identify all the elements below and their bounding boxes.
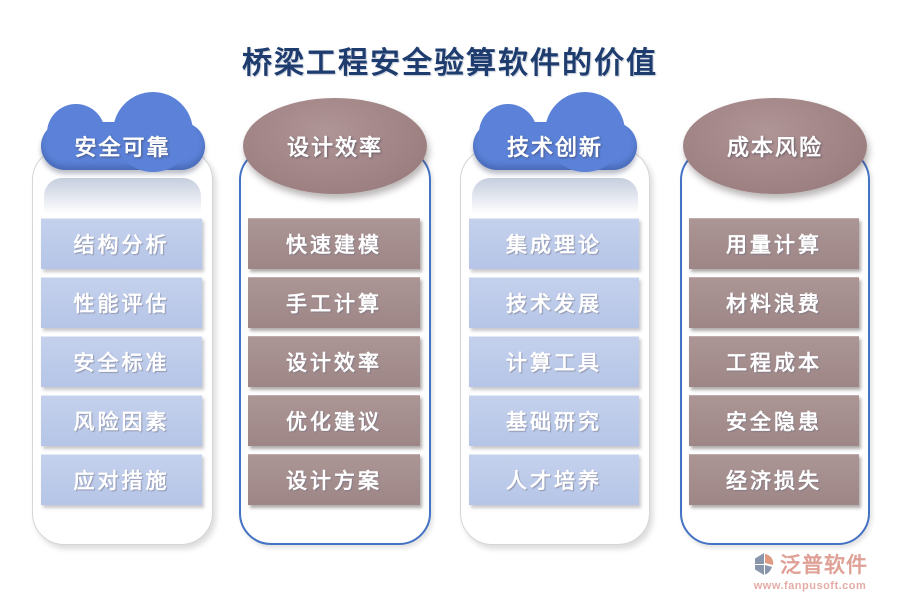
fanpu-logo-icon <box>752 552 776 576</box>
page-title: 桥梁工程安全验算软件的价值 <box>242 46 658 81</box>
list-item: 应对措施 <box>41 454 202 505</box>
column-safety: 安全可靠 结构分析 性能评估 安全标准 风险因素 应对措施 <box>30 92 215 545</box>
list-item: 性能评估 <box>41 277 202 328</box>
list-item: 计算工具 <box>469 336 639 387</box>
brand-url: www.fanpusoft.com <box>753 580 867 592</box>
list-item: 工程成本 <box>689 336 859 387</box>
column-header-label: 设计效率 <box>286 135 383 161</box>
list-item: 集成理论 <box>469 218 639 269</box>
list-item: 设计方案 <box>248 454 420 505</box>
cloud-reflection <box>44 178 201 214</box>
item-list: 用量计算 材料浪费 工程成本 安全隐患 经济损失 <box>689 218 859 513</box>
list-item: 结构分析 <box>41 218 202 269</box>
list-item: 人才培养 <box>469 454 639 505</box>
column-header-label: 安全可靠 <box>74 135 171 161</box>
column-design-efficiency: 设计效率 快速建模 手工计算 设计效率 优化建议 设计方案 <box>237 98 433 545</box>
column-tech-innovation: 技术创新 集成理论 技术发展 计算工具 基础研究 人才培养 <box>458 92 652 545</box>
brand-name: 泛普软件 <box>780 554 868 577</box>
brand-watermark: 泛普软件 www.fanpusoft.com <box>730 549 890 592</box>
column-cost-risk: 成本风险 用量计算 材料浪费 工程成本 安全隐患 经济损失 <box>678 98 872 545</box>
list-item: 技术发展 <box>469 277 639 328</box>
column-header-label: 成本风险 <box>726 135 823 161</box>
list-item: 安全标准 <box>41 336 202 387</box>
item-list: 结构分析 性能评估 安全标准 风险因素 应对措施 <box>41 218 202 513</box>
list-item: 优化建议 <box>248 395 420 446</box>
ellipse-shape: 设计效率 <box>243 98 427 194</box>
list-item: 经济损失 <box>689 454 859 505</box>
list-item: 安全隐患 <box>689 395 859 446</box>
cloud-shape: 安全可靠 <box>40 92 205 172</box>
item-list: 集成理论 技术发展 计算工具 基础研究 人才培养 <box>469 218 639 513</box>
item-list: 快速建模 手工计算 设计效率 优化建议 设计方案 <box>248 218 420 513</box>
list-item: 设计效率 <box>248 336 420 387</box>
list-item: 用量计算 <box>689 218 859 269</box>
cloud-reflection <box>472 178 638 214</box>
cloud-shape: 技术创新 <box>473 92 637 172</box>
list-item: 快速建模 <box>248 218 420 269</box>
list-item: 材料浪费 <box>689 277 859 328</box>
list-item: 手工计算 <box>248 277 420 328</box>
list-item: 风险因素 <box>41 395 202 446</box>
list-item: 基础研究 <box>469 395 639 446</box>
column-header-label: 技术创新 <box>506 135 603 161</box>
ellipse-shape: 成本风险 <box>683 98 867 194</box>
